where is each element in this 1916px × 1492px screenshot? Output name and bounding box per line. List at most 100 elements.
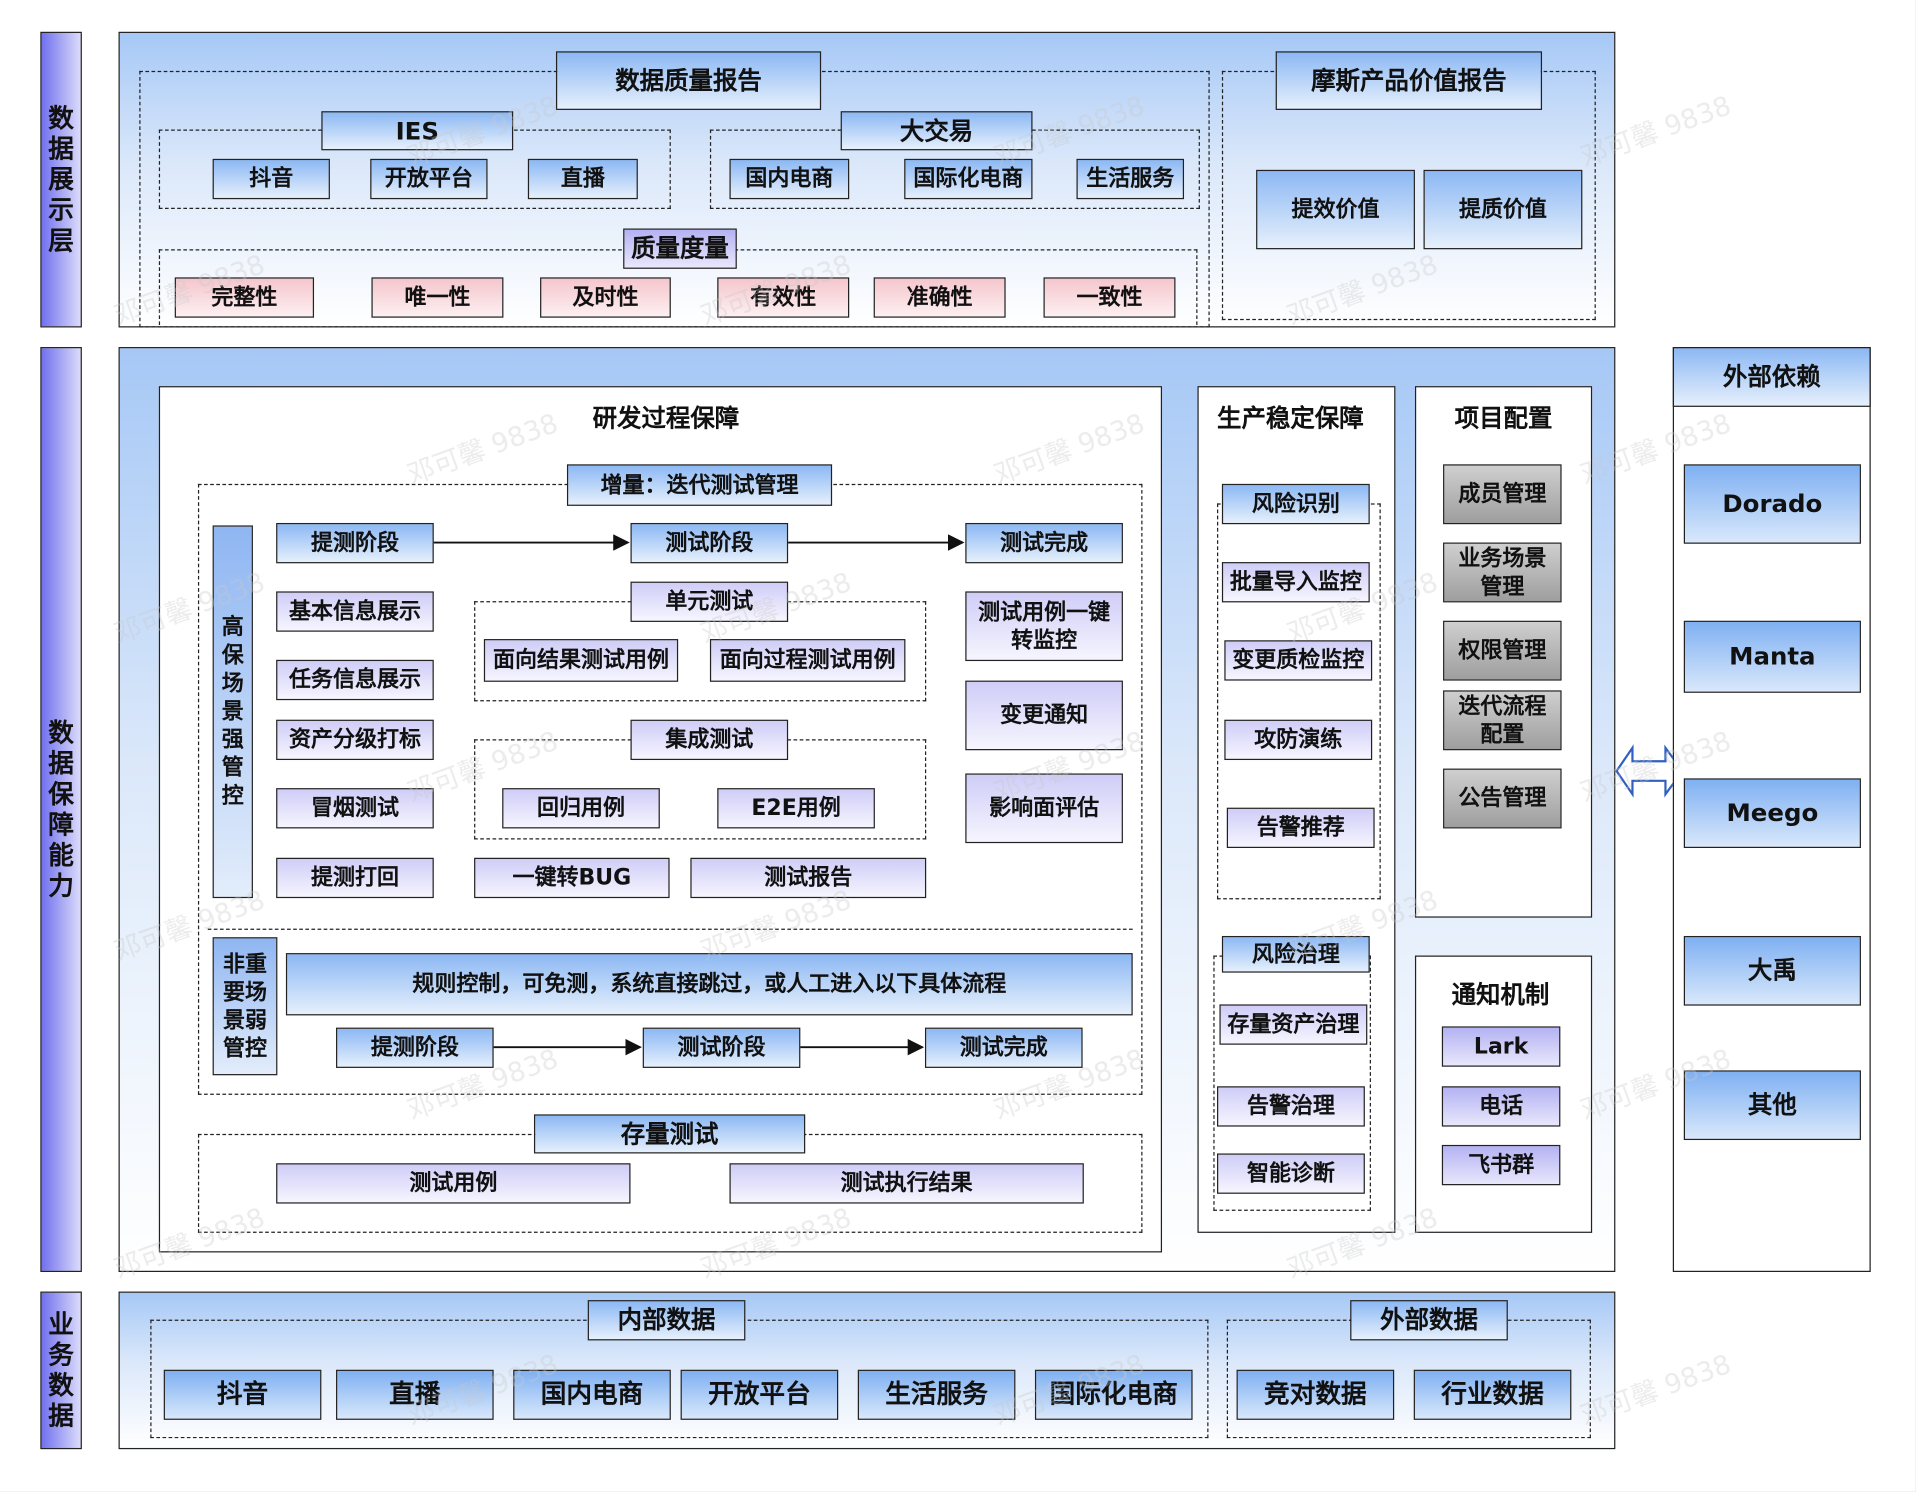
increment-title: 增量：迭代测试管理 — [566, 464, 833, 506]
risk-id-item[interactable]: 告警推荐 — [1226, 807, 1375, 848]
bar-char: 场 — [221, 670, 244, 697]
notify-item-lark[interactable]: Lark — [1441, 1026, 1561, 1067]
one-click-bug-button[interactable]: 一键转BUG — [474, 857, 670, 899]
metric-item[interactable]: 唯一性 — [371, 277, 504, 318]
dev-left-item[interactable]: 基本信息展示 — [276, 591, 434, 632]
impact-assessment-button[interactable]: 影响面评估 — [965, 773, 1123, 844]
dev-left-item[interactable]: 提测打回 — [276, 857, 434, 899]
layer-char: 障 — [48, 809, 74, 839]
layer-char: 务 — [48, 1339, 74, 1370]
layer-char: 数 — [48, 103, 74, 133]
internal-data-item[interactable]: 国际化电商 — [1034, 1369, 1193, 1420]
dev-process-title: 研发过程保障 — [592, 403, 740, 433]
external-data-title: 外部数据 — [1350, 1300, 1508, 1341]
increment-divider — [207, 928, 1133, 930]
external-data-item[interactable]: 竞对数据 — [1236, 1369, 1395, 1420]
value-item[interactable]: 提质价值 — [1423, 169, 1583, 250]
internal-data-item[interactable]: 直播 — [336, 1369, 494, 1420]
internal-data-item[interactable]: 抖音 — [163, 1369, 322, 1420]
stock-test-title: 存量测试 — [533, 1114, 806, 1154]
notify-item-phone[interactable]: 电话 — [1441, 1086, 1561, 1127]
dev-left-item[interactable]: 冒烟测试 — [276, 788, 434, 829]
metric-item[interactable]: 及时性 — [540, 277, 671, 318]
member-management-button[interactable]: 成员管理 — [1443, 464, 1562, 525]
internal-data-item[interactable]: 生活服务 — [857, 1369, 1016, 1420]
layer-char: 层 — [48, 225, 74, 255]
stage-submit[interactable]: 提测阶段 — [276, 522, 434, 564]
external-data-item[interactable]: 行业数据 — [1413, 1369, 1572, 1420]
metric-item[interactable]: 准确性 — [873, 277, 1006, 318]
low-stage-submit[interactable]: 提测阶段 — [336, 1027, 494, 1068]
risk-gov-title: 风险治理 — [1221, 935, 1370, 973]
integration-test-item[interactable]: 回归用例 — [502, 788, 660, 829]
internal-data-item[interactable]: 国内电商 — [513, 1369, 671, 1420]
change-notice-button[interactable]: 变更通知 — [965, 680, 1123, 751]
ies-item[interactable]: 直播 — [527, 158, 638, 200]
metric-item[interactable]: 有效性 — [717, 277, 850, 318]
iteration-config-line: 配置 — [1480, 721, 1525, 748]
iteration-config-button[interactable]: 迭代流程 配置 — [1443, 690, 1562, 751]
metric-item[interactable]: 一致性 — [1043, 277, 1176, 318]
stage-testing[interactable]: 测试阶段 — [630, 522, 789, 564]
layer-char: 据 — [48, 133, 74, 164]
bar-char: 保 — [221, 642, 244, 669]
ies-item[interactable]: 开放平台 — [370, 158, 488, 200]
scene-management-line: 管理 — [1480, 573, 1525, 600]
low-stage-done[interactable]: 测试完成 — [924, 1027, 1083, 1068]
layer-char: 据 — [48, 1400, 74, 1431]
layer-char: 展 — [48, 164, 74, 194]
permission-management-button[interactable]: 权限管理 — [1443, 620, 1562, 681]
risk-id-item[interactable]: 攻防演练 — [1224, 719, 1373, 761]
risk-id-item[interactable]: 变更质检监控 — [1224, 640, 1373, 681]
metric-item[interactable]: 完整性 — [174, 277, 315, 318]
stock-test-item[interactable]: 测试用例 — [276, 1163, 631, 1204]
ext-dep-item[interactable]: 其他 — [1683, 1070, 1861, 1141]
project-config-title: 项目配置 — [1454, 403, 1553, 433]
test-report-button[interactable]: 测试报告 — [690, 857, 927, 899]
notify-item-feishu[interactable]: 飞书群 — [1441, 1144, 1561, 1186]
unit-test-item[interactable]: 面向过程测试用例 — [709, 639, 906, 682]
stage-done[interactable]: 测试完成 — [965, 522, 1123, 564]
risk-gov-item[interactable]: 告警治理 — [1217, 1086, 1365, 1127]
big-trade-title: 大交易 — [840, 111, 1033, 151]
integration-test-item[interactable]: E2E用例 — [717, 788, 875, 829]
ies-title: IES — [321, 111, 514, 151]
value-item[interactable]: 提效价值 — [1256, 169, 1415, 250]
case-to-monitor-line: 测试用例一键 — [978, 599, 1111, 626]
integration-test-title: 集成测试 — [630, 719, 789, 761]
dev-left-item[interactable]: 资产分级打标 — [276, 719, 434, 761]
risk-id-title: 风险识别 — [1221, 483, 1370, 525]
unit-test-item[interactable]: 面向结果测试用例 — [483, 639, 679, 682]
scene-management-button[interactable]: 业务场景 管理 — [1443, 542, 1562, 603]
dev-left-item[interactable]: 任务信息展示 — [276, 659, 434, 701]
scene-management-line: 业务场景 — [1458, 545, 1547, 572]
big-trade-item[interactable]: 国际化电商 — [904, 158, 1033, 200]
bar-char: 控 — [221, 783, 244, 809]
case-to-monitor-line: 转监控 — [1011, 627, 1078, 654]
low-control-bar: 非重 要场 景弱 管控 — [212, 937, 278, 1076]
ext-dep-item[interactable]: Dorado — [1683, 464, 1861, 544]
layer-char: 保 — [48, 778, 74, 809]
layer-char: 数 — [48, 717, 74, 748]
ext-dep-item[interactable]: 大禹 — [1683, 935, 1861, 1006]
ext-dep-item[interactable]: Meego — [1683, 778, 1861, 848]
bar-char: 景 — [221, 698, 244, 725]
low-stage-testing[interactable]: 测试阶段 — [642, 1027, 801, 1068]
risk-id-item[interactable]: 批量导入监控 — [1221, 562, 1370, 603]
big-trade-item[interactable]: 生活服务 — [1076, 158, 1185, 200]
layer-char: 业 — [48, 1309, 74, 1339]
case-to-monitor-button[interactable]: 测试用例一键 转监控 — [965, 591, 1123, 662]
internal-data-item[interactable]: 开放平台 — [680, 1369, 839, 1420]
risk-gov-item[interactable]: 存量资产治理 — [1219, 1004, 1368, 1045]
bar-line: 景弱 — [222, 1007, 267, 1034]
value-report-title: 摩斯产品价值报告 — [1275, 51, 1543, 110]
internal-data-title: 内部数据 — [587, 1300, 746, 1341]
notice-management-button[interactable]: 公告管理 — [1443, 768, 1562, 829]
stock-test-item[interactable]: 测试执行结果 — [729, 1163, 1084, 1204]
big-trade-item[interactable]: 国内电商 — [729, 158, 850, 200]
ext-dep-item[interactable]: Manta — [1683, 620, 1861, 693]
ies-item[interactable]: 抖音 — [212, 158, 330, 200]
risk-gov-item[interactable]: 智能诊断 — [1217, 1153, 1365, 1194]
